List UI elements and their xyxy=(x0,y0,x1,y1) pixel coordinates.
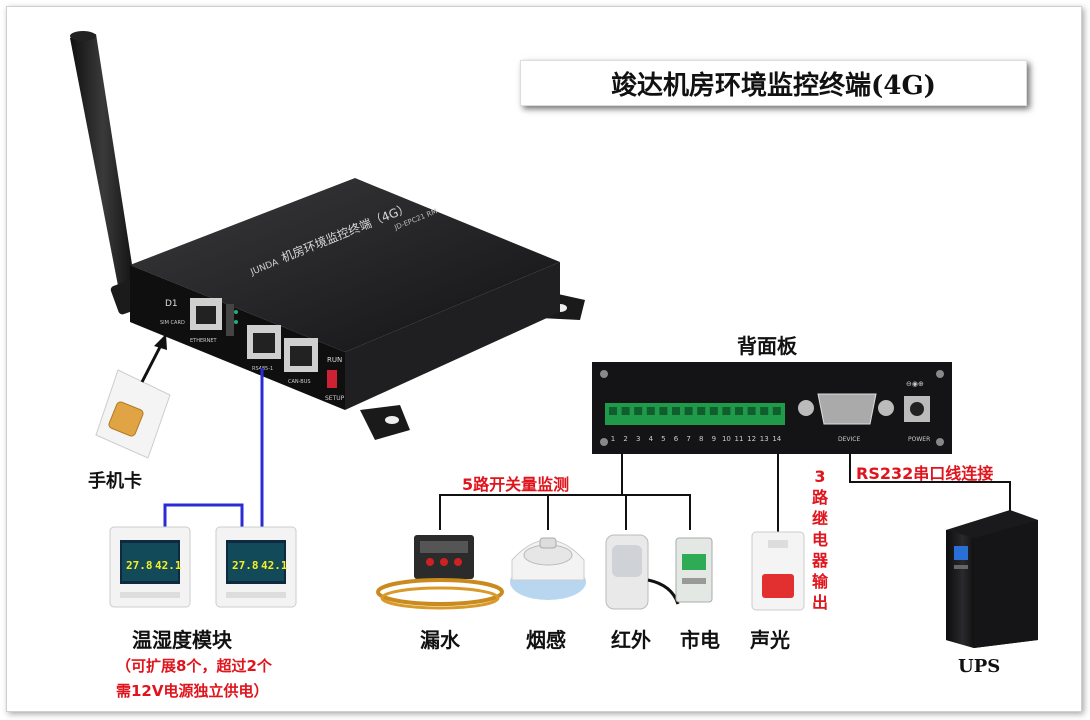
mains-power-sensor-icon xyxy=(675,537,713,603)
ethernet-label: ETHERNET xyxy=(190,338,218,344)
polarity-icon: ⊖◉⊕ xyxy=(906,380,924,388)
setup-label: SETUP xyxy=(325,395,345,402)
terminal-screw xyxy=(760,407,769,415)
th2-hum: 42.1 xyxy=(261,559,288,572)
terminal-screw xyxy=(722,407,731,415)
arrow-up-icon xyxy=(140,334,167,383)
th2-temp: 27.8 xyxy=(232,559,259,572)
main-device: JUNDA 机房环境监控终端（4G） JD-EPC21 RM D1 SIM CA… xyxy=(130,178,585,440)
terminal-number: 5 xyxy=(661,435,665,443)
terminal-number: 3 xyxy=(636,435,640,443)
rs232-wire xyxy=(849,440,1011,512)
terminal-screw xyxy=(735,407,743,415)
th-module-1: 27.8 42.1 xyxy=(109,526,191,608)
sim-card-icon xyxy=(95,369,171,459)
terminal-number: 14 xyxy=(772,435,781,443)
terminal-screw xyxy=(684,407,693,415)
sim-card-label: 手机卡 xyxy=(88,471,142,492)
terminal-number: 4 xyxy=(649,435,654,443)
terminal-screw xyxy=(609,407,617,415)
terminal-number: 7 xyxy=(686,435,690,443)
sensor-label-mains: 市电 xyxy=(680,628,720,652)
terminal-screw xyxy=(697,407,706,415)
ups-icon xyxy=(946,510,1038,648)
rs485-wire xyxy=(163,368,264,527)
th1-temp: 27.8 xyxy=(126,559,153,572)
terminal-screw xyxy=(747,407,756,415)
terminal-screw xyxy=(672,407,680,415)
terminal-number: 1 xyxy=(611,435,615,443)
port-d1-label: D1 xyxy=(165,299,178,309)
expand-note-line1: （可扩展8个，超过2个 xyxy=(116,657,272,675)
sensor-label-smoke: 烟感 xyxy=(526,628,566,652)
th-module-label: 温湿度模块 xyxy=(132,628,232,652)
ups-label: UPS xyxy=(958,656,1001,677)
terminal-number: 11 xyxy=(735,435,744,443)
terminal-number: 13 xyxy=(760,435,769,443)
relay-output-label: 3路继电器输出 xyxy=(811,467,828,612)
th-module-2: 27.8 42.1 xyxy=(215,526,297,608)
smoke-detector-icon xyxy=(510,537,586,600)
setup-switch xyxy=(327,370,337,388)
switch-monitor-label: 5路开关量监测 xyxy=(462,475,570,494)
terminal-block xyxy=(605,403,785,425)
water-leak-sensor-icon xyxy=(376,535,504,610)
terminal-screw xyxy=(621,407,630,415)
terminal-number: 2 xyxy=(623,435,627,443)
device-port-label: DEVICE xyxy=(838,436,860,443)
db9-port xyxy=(817,393,877,425)
run-label: RUN xyxy=(327,356,342,364)
terminal-number: 9 xyxy=(712,435,716,443)
antenna-icon xyxy=(70,31,144,315)
terminal-screw xyxy=(709,407,718,415)
terminal-screw xyxy=(659,407,668,415)
terminal-number: 6 xyxy=(674,435,679,443)
th1-hum: 42.1 xyxy=(155,559,182,572)
terminal-number: 12 xyxy=(747,435,756,443)
expand-note-line2: 需12V电源独立供电） xyxy=(116,682,269,700)
back-panel-label: 背面板 xyxy=(737,334,797,358)
sensor-label-infrared: 红外 xyxy=(611,628,651,652)
terminal-screw xyxy=(772,407,781,415)
rs232-label: RS232串口线连接 xyxy=(856,464,994,483)
diagram-title: 竣达机房环境监控终端(4G) xyxy=(520,60,1027,106)
sensor-label-water-leak: 漏水 xyxy=(420,628,460,652)
alarm-light-icon xyxy=(751,531,805,611)
infrared-sensor-icon xyxy=(605,534,680,610)
terminal-screw xyxy=(646,407,655,415)
terminal-number: 10 xyxy=(722,435,731,443)
terminal-number: 8 xyxy=(699,435,703,443)
terminal-screw xyxy=(634,407,643,415)
canbus-label: CAN-BUS xyxy=(288,379,311,385)
power-label: POWER xyxy=(908,436,930,443)
sim-slot-label: SIM CARD xyxy=(160,320,185,326)
sensor-label-alarm-light: 声光 xyxy=(750,628,790,652)
